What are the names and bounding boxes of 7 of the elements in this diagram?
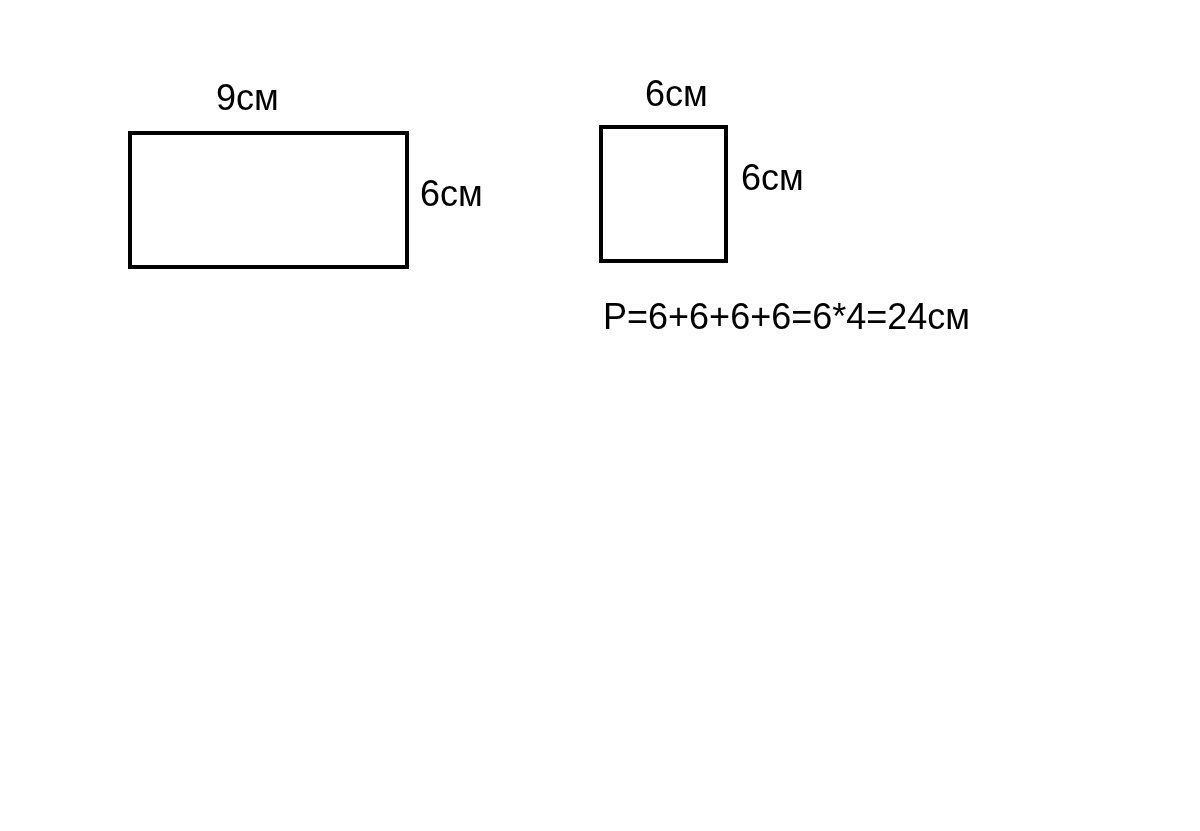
dimension-label: 6см	[420, 176, 483, 212]
rectangle-shape	[128, 131, 409, 269]
dimension-label: 6см	[645, 76, 708, 112]
dimension-label: 9см	[216, 80, 279, 116]
rectangle-shape	[599, 125, 728, 263]
dimension-label: 6см	[741, 160, 804, 196]
formula-text: P=6+6+6+6=6*4=24см	[603, 299, 971, 335]
